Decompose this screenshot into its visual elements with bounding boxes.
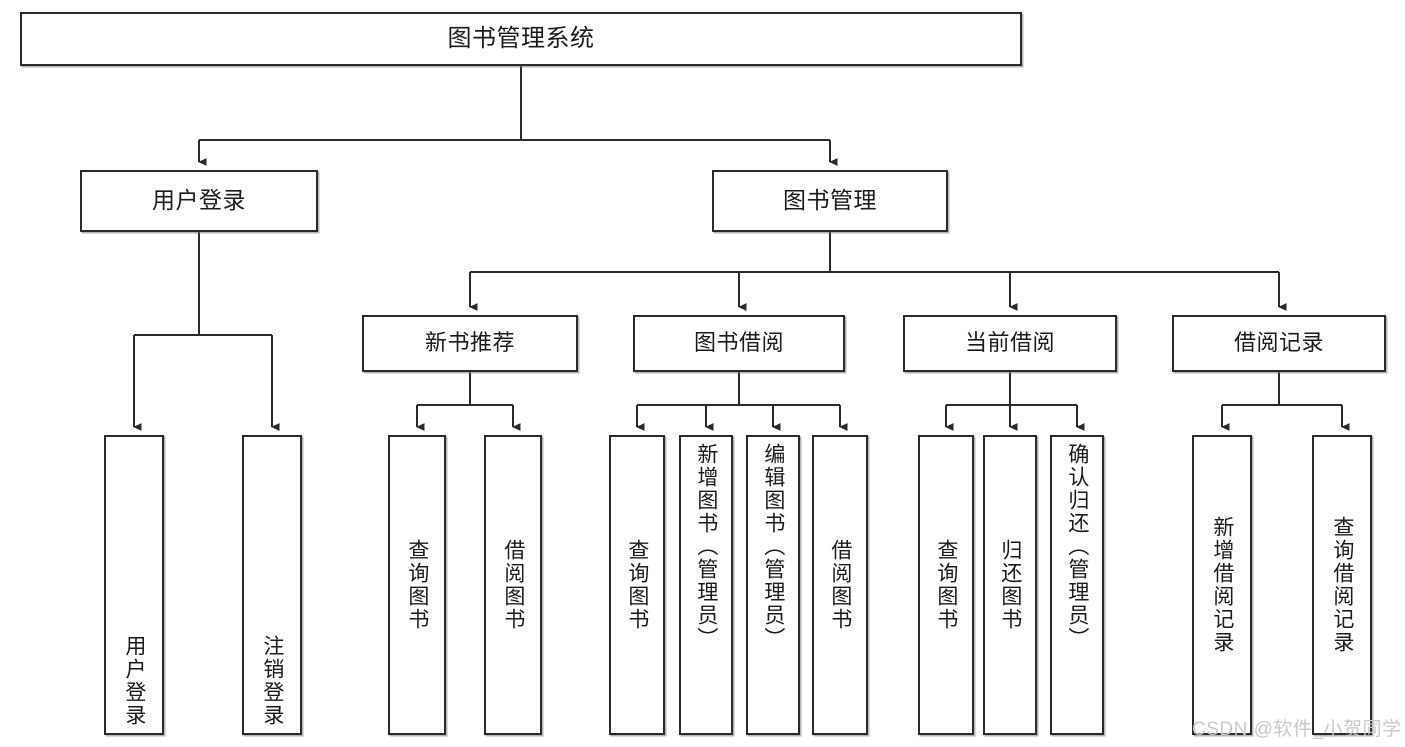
node-leaf-edit-book[interactable]: 编辑图书（管理员） (746, 435, 800, 735)
node-borrow-record[interactable]: 借阅记录 (1172, 315, 1386, 372)
node-label: 查询借阅记录 (1330, 516, 1354, 654)
csdn-watermark: CSDN @软件_小贺同学 (1192, 719, 1402, 740)
node-leaf-logout[interactable]: 注销登录 (242, 435, 302, 735)
node-label: 查询图书 (405, 539, 429, 631)
node-label: 注销登录 (260, 635, 284, 727)
node-label: 图书管理 (783, 187, 877, 214)
node-leaf-borrow-book-rec[interactable]: 借阅图书 (484, 435, 542, 735)
node-label: 编辑图书（管理员） (761, 443, 785, 650)
node-label: 图书管理系统 (447, 24, 595, 52)
node-label: 确认归还（管理员） (1065, 443, 1089, 650)
node-leaf-query-record[interactable]: 查询借阅记录 (1312, 435, 1372, 735)
node-label: 借阅图书 (501, 539, 525, 631)
node-label: 借阅图书 (828, 539, 852, 631)
node-label: 新书推荐 (424, 330, 515, 356)
node-leaf-user-login[interactable]: 用户登录 (104, 435, 164, 735)
node-leaf-query-book[interactable]: 查询图书 (609, 435, 665, 735)
node-label: 图书借阅 (693, 330, 784, 356)
node-label: 查询图书 (934, 539, 958, 631)
node-leaf-borrow-book[interactable]: 借阅图书 (812, 435, 868, 735)
node-label: 新增借阅记录 (1210, 516, 1234, 654)
node-book-borrow[interactable]: 图书借阅 (633, 315, 845, 372)
node-label: 新增图书（管理员） (694, 443, 718, 650)
node-label: 查询图书 (625, 539, 649, 631)
node-root-system[interactable]: 图书管理系统 (20, 12, 1022, 66)
node-leaf-confirm-return[interactable]: 确认归还（管理员） (1050, 435, 1104, 735)
node-user-login[interactable]: 用户登录 (80, 170, 318, 232)
node-leaf-return-book[interactable]: 归还图书 (983, 435, 1037, 735)
node-leaf-query-book-current[interactable]: 查询图书 (918, 435, 974, 735)
node-book-manage[interactable]: 图书管理 (712, 170, 948, 232)
node-current-borrow[interactable]: 当前借阅 (903, 315, 1117, 372)
node-label: 用户登录 (122, 635, 146, 727)
node-label: 用户登录 (152, 187, 246, 214)
node-new-book-rec[interactable]: 新书推荐 (362, 315, 578, 372)
node-leaf-add-record[interactable]: 新增借阅记录 (1192, 435, 1252, 735)
node-leaf-query-book-rec[interactable]: 查询图书 (388, 435, 446, 735)
node-label: 当前借阅 (964, 330, 1055, 356)
node-leaf-add-book[interactable]: 新增图书（管理员） (679, 435, 733, 735)
node-label: 借阅记录 (1233, 330, 1324, 356)
node-label: 归还图书 (998, 539, 1022, 631)
